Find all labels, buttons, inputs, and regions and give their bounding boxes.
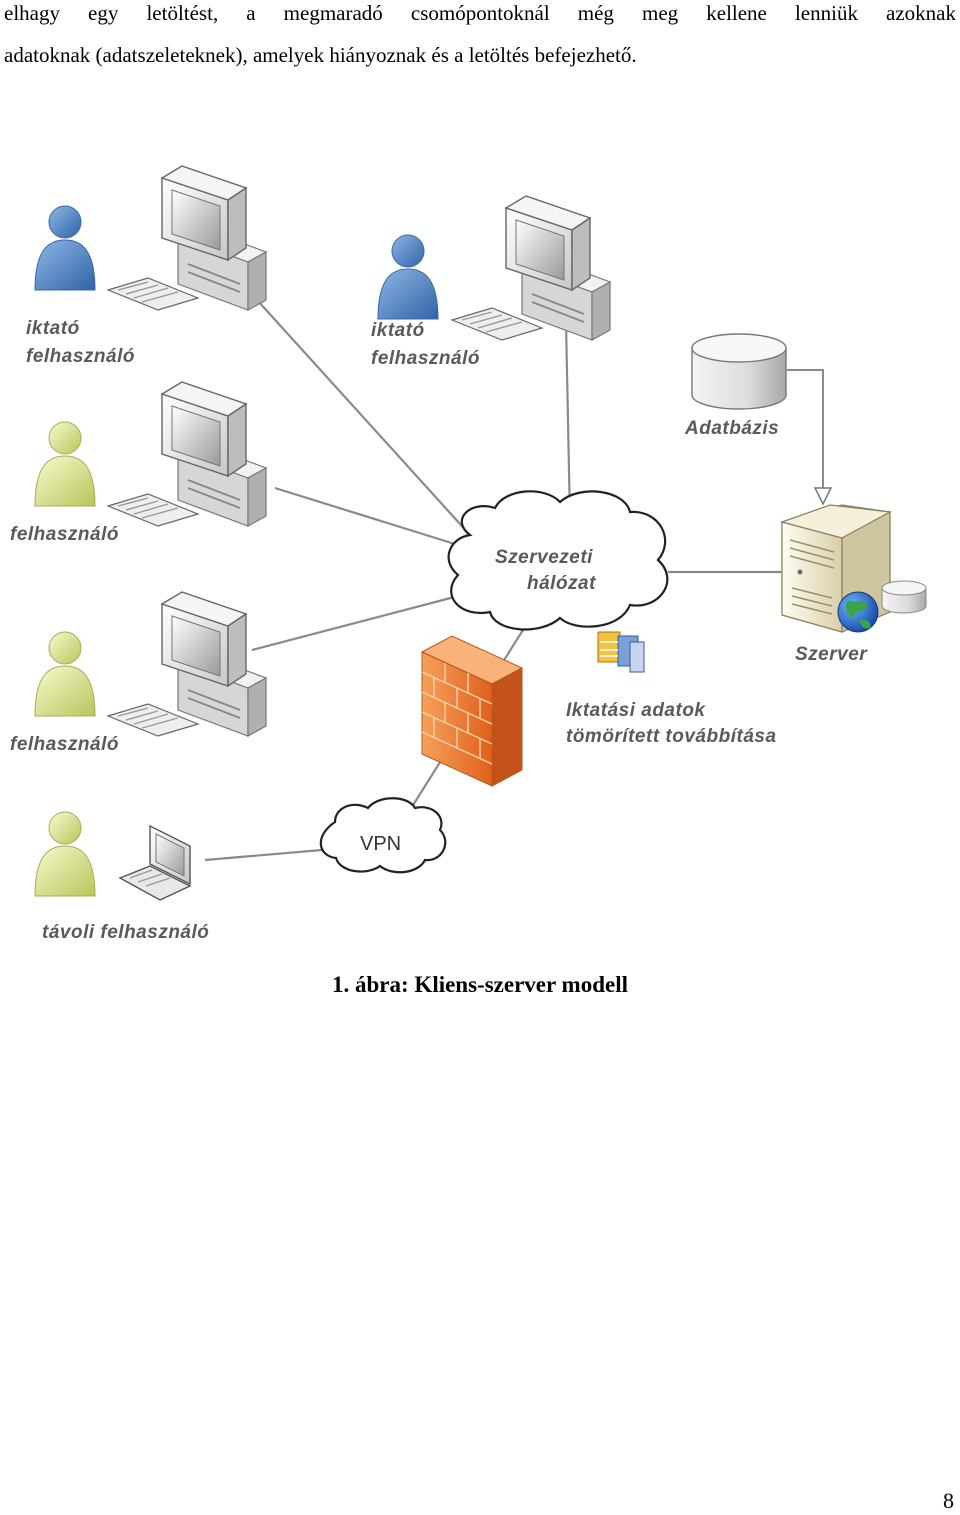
desktop-computer-icon	[107, 381, 267, 527]
iktato-user-icon	[377, 234, 439, 320]
user-icon	[34, 421, 96, 507]
page-number: 8	[943, 1488, 954, 1513]
database-to-server-arrow	[787, 369, 833, 506]
iktato-user-label: iktató felhasználó	[26, 318, 135, 367]
desktop-computer-icon	[107, 165, 267, 311]
iktato-user-label: iktató felhasználó	[371, 320, 480, 369]
database-icon	[691, 333, 787, 410]
vpn-cloud-icon	[319, 797, 447, 874]
iktato-user-icon	[34, 205, 96, 291]
network-cloud-icon	[447, 490, 669, 631]
transfer-label: Iktatási adatok tömörített továbbítása	[566, 700, 777, 747]
server-icon	[779, 504, 927, 633]
desktop-computer-icon	[107, 591, 267, 737]
user-label: felhasználó	[10, 734, 119, 755]
user-label: felhasználó	[10, 524, 119, 545]
figure-caption: 1. ábra: Kliens-szerver modell	[332, 972, 628, 997]
network-label: Szervezeti hálózat	[495, 547, 599, 594]
user-icon	[34, 631, 96, 717]
database-label: Adatbázis	[684, 418, 779, 439]
compressed-archive-icon	[597, 631, 645, 673]
server-label: Szerver	[795, 644, 868, 665]
client-server-diagram: iktató felhasználó iktató felhasználó fe…	[10, 165, 927, 943]
paragraph-line-1: elhagy egy letöltést, a megmaradó csomóp…	[4, 1, 956, 25]
body-paragraph: elhagy egy letöltést, a megmaradó csomóp…	[4, 0, 956, 76]
vpn-label: VPN	[360, 833, 401, 855]
firewall-icon	[420, 635, 524, 787]
remote-user-label: távoli felhasználó	[42, 922, 209, 943]
laptop-icon	[119, 825, 191, 901]
desktop-computer-icon	[451, 195, 611, 341]
remote-user-icon	[34, 811, 96, 897]
paragraph-line-2: adatoknak (adatszeleteknek), amelyek hiá…	[4, 43, 637, 67]
